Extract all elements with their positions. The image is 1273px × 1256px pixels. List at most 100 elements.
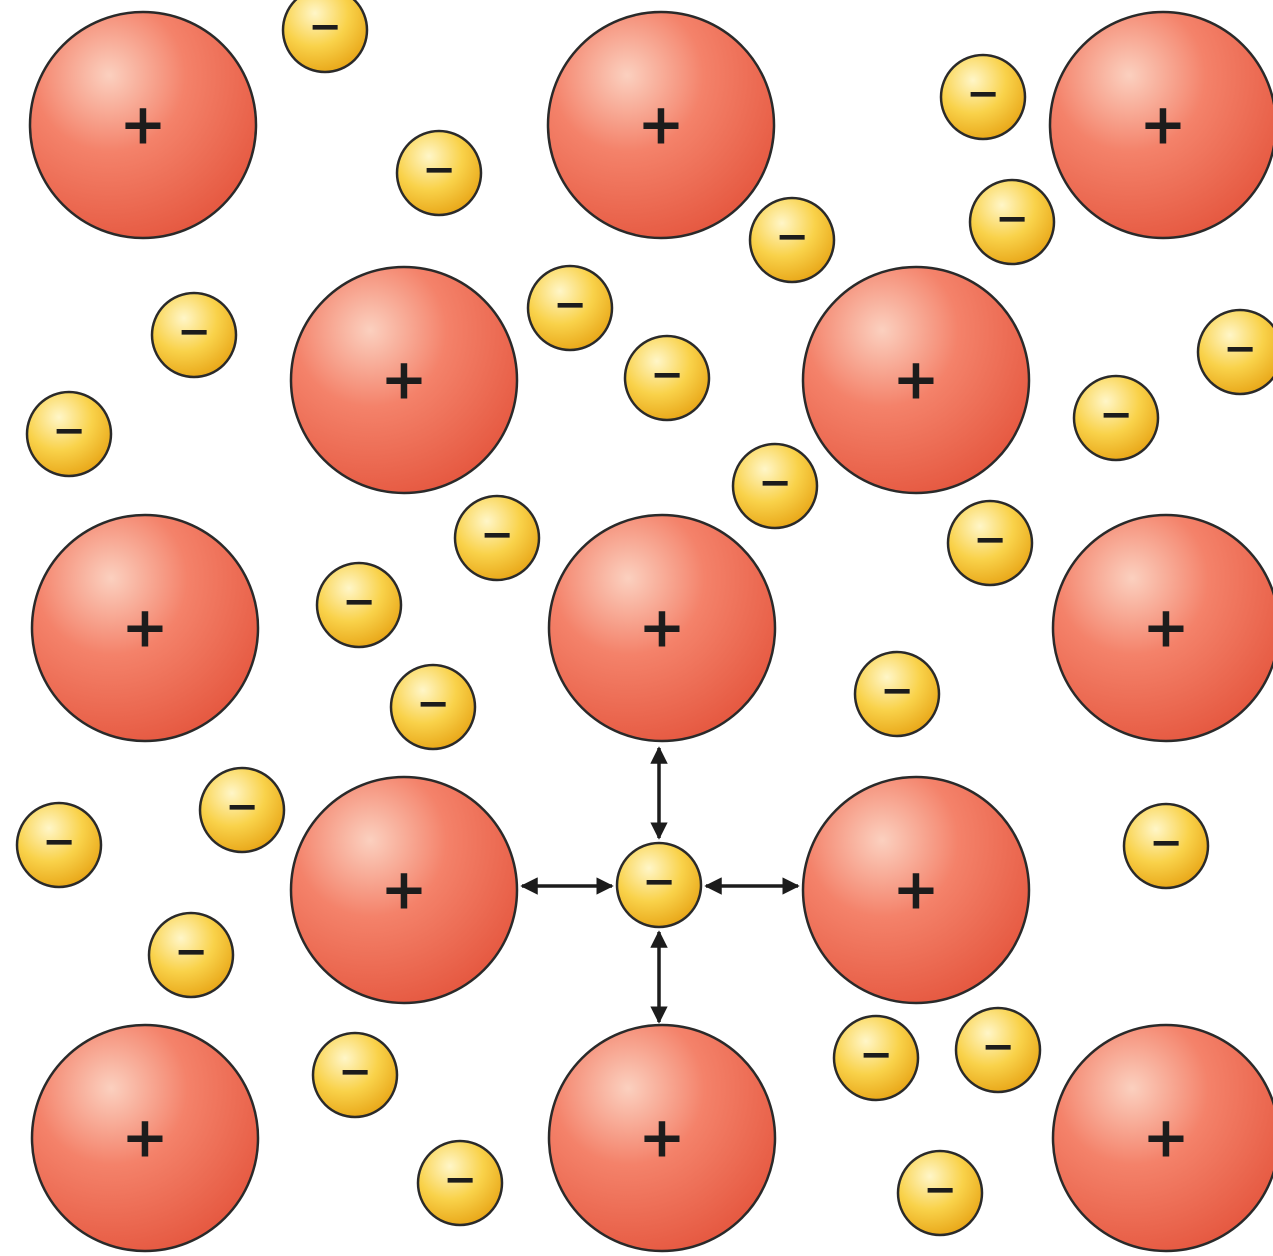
minus-charge-label: − bbox=[758, 460, 792, 506]
delocalized-electron: − bbox=[453, 494, 541, 582]
cation-sphere bbox=[547, 513, 777, 743]
cation-sphere bbox=[1048, 10, 1273, 240]
cation-sphere bbox=[1051, 1023, 1273, 1253]
electron-sphere bbox=[731, 442, 819, 530]
minus-charge-label: − bbox=[308, 4, 342, 50]
delocalized-electron: − bbox=[526, 264, 614, 352]
delocalized-electron: − bbox=[623, 334, 711, 422]
electron-sphere bbox=[939, 53, 1027, 141]
minus-charge-label: − bbox=[416, 681, 450, 727]
electron-sphere bbox=[954, 1006, 1042, 1094]
electron-sphere bbox=[968, 178, 1056, 266]
metal-cation: + bbox=[28, 10, 258, 240]
electron-sphere bbox=[853, 650, 941, 738]
minus-charge-label: − bbox=[342, 579, 376, 625]
minus-charge-label: − bbox=[174, 929, 208, 975]
metal-cation: + bbox=[289, 265, 519, 495]
electron-sphere bbox=[623, 334, 711, 422]
delocalized-electron: − bbox=[281, 0, 369, 74]
cation-sphere bbox=[1051, 513, 1273, 743]
cation-sphere bbox=[546, 10, 776, 240]
minus-charge-label: − bbox=[642, 859, 676, 905]
minus-charge-label: − bbox=[1099, 392, 1133, 438]
plus-charge-label: + bbox=[381, 858, 428, 923]
electron-sphere bbox=[311, 1031, 399, 1119]
minus-charge-label: − bbox=[1149, 820, 1183, 866]
cation-sphere bbox=[30, 513, 260, 743]
plus-charge-label: + bbox=[1140, 93, 1187, 158]
cation-sphere bbox=[30, 1023, 260, 1253]
minus-charge-label: − bbox=[995, 196, 1029, 242]
minus-charge-label: − bbox=[443, 1157, 477, 1203]
minus-charge-label: − bbox=[880, 668, 914, 714]
delocalized-electron: − bbox=[1072, 374, 1160, 462]
electron-sphere bbox=[526, 264, 614, 352]
metal-cation: + bbox=[547, 513, 777, 743]
minus-charge-label: − bbox=[338, 1049, 372, 1095]
delocalized-electron-layer: −−−−−−−−−−−−−−−−−−−−−−−−−−− bbox=[15, 0, 1273, 1237]
metal-cation-layer: +++++++++++++ bbox=[28, 10, 1273, 1253]
metal-cation: + bbox=[801, 265, 1031, 495]
electron-sphere bbox=[946, 499, 1034, 587]
minus-charge-label: − bbox=[981, 1024, 1015, 1070]
delocalized-electron: − bbox=[25, 390, 113, 478]
minus-charge-label: − bbox=[225, 784, 259, 830]
electron-sphere bbox=[150, 291, 238, 379]
delocalized-electron: − bbox=[832, 1014, 920, 1102]
minus-charge-label: − bbox=[42, 819, 76, 865]
minus-charge-label: − bbox=[966, 71, 1000, 117]
plus-charge-label: + bbox=[122, 596, 169, 661]
delocalized-electron: − bbox=[731, 442, 819, 530]
cation-sphere bbox=[547, 1023, 777, 1253]
delocalized-electron: − bbox=[15, 801, 103, 889]
delocalized-electron: − bbox=[1196, 308, 1273, 396]
delocalized-electron: − bbox=[896, 1149, 984, 1237]
plus-charge-label: + bbox=[893, 348, 940, 413]
delocalized-electron: − bbox=[1122, 802, 1210, 890]
plus-charge-label: + bbox=[1143, 596, 1190, 661]
plus-charge-label: + bbox=[893, 858, 940, 923]
metal-cation: + bbox=[30, 1023, 260, 1253]
metal-cation: + bbox=[30, 513, 260, 743]
electron-sphere bbox=[453, 494, 541, 582]
delocalized-electron: − bbox=[748, 196, 836, 284]
cation-sphere bbox=[289, 265, 519, 495]
cation-sphere bbox=[801, 775, 1031, 1005]
metal-cation: + bbox=[289, 775, 519, 1005]
cation-sphere bbox=[28, 10, 258, 240]
delocalized-electron: − bbox=[416, 1139, 504, 1227]
minus-charge-label: − bbox=[1223, 326, 1257, 372]
electron-sphere bbox=[416, 1139, 504, 1227]
cation-sphere bbox=[289, 775, 519, 1005]
electron-sphere bbox=[281, 0, 369, 74]
electron-sphere bbox=[25, 390, 113, 478]
plus-charge-label: + bbox=[1143, 1106, 1190, 1171]
delocalized-electron: − bbox=[939, 53, 1027, 141]
minus-charge-label: − bbox=[650, 352, 684, 398]
electron-sphere bbox=[198, 766, 286, 854]
electron-sphere bbox=[395, 129, 483, 217]
delocalized-electron: − bbox=[315, 561, 403, 649]
delocalized-electron: − bbox=[853, 650, 941, 738]
metal-cation: + bbox=[546, 10, 776, 240]
metal-cation: + bbox=[1048, 10, 1273, 240]
minus-charge-label: − bbox=[177, 309, 211, 355]
delocalized-electron: − bbox=[946, 499, 1034, 587]
delocalized-electron: − bbox=[389, 663, 477, 751]
electron-sphere bbox=[832, 1014, 920, 1102]
electron-sphere bbox=[615, 841, 703, 929]
delocalized-electron: − bbox=[968, 178, 1056, 266]
metal-cation: + bbox=[801, 775, 1031, 1005]
electron-sphere bbox=[1072, 374, 1160, 462]
electron-sphere bbox=[389, 663, 477, 751]
electron-sphere bbox=[748, 196, 836, 284]
minus-charge-label: − bbox=[480, 512, 514, 558]
electron-sphere bbox=[896, 1149, 984, 1237]
plus-charge-label: + bbox=[122, 1106, 169, 1171]
cation-sphere bbox=[801, 265, 1031, 495]
metal-cation: + bbox=[547, 1023, 777, 1253]
electron-sphere bbox=[315, 561, 403, 649]
minus-charge-label: − bbox=[923, 1167, 957, 1213]
electrostatic-attraction-arrows bbox=[520, 746, 800, 1024]
